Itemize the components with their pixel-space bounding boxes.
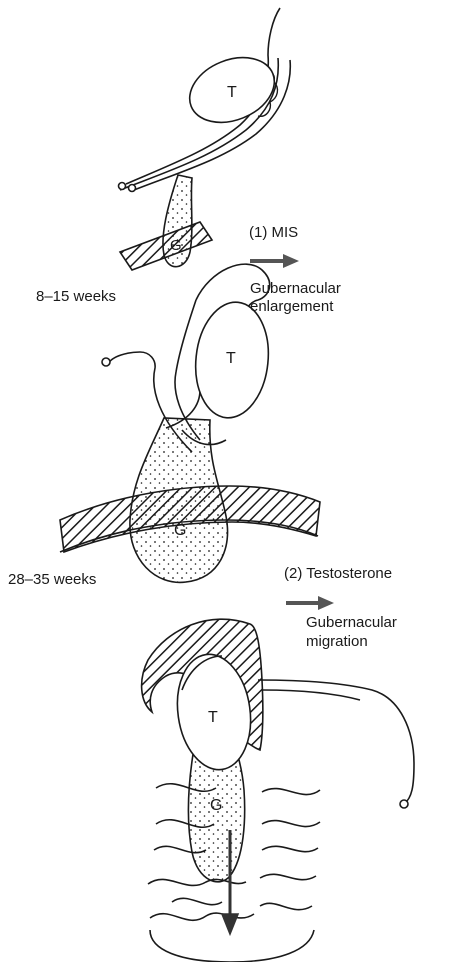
stage2-wave-5	[260, 874, 316, 879]
stage2-wave-9	[262, 821, 320, 827]
stage1-duct-end	[102, 358, 110, 366]
stage1-vas	[108, 352, 192, 452]
stage1-result-line2: enlargement	[250, 298, 333, 315]
stage1-testis-label: T	[226, 350, 236, 367]
stage2-result-line1: Gubernacular	[306, 614, 397, 631]
stage0-gubernaculum-label: G	[170, 237, 182, 254]
stage1-gubernaculum	[130, 418, 228, 582]
stage2-gubernaculum-label: G	[210, 797, 222, 814]
stage2-duct-end	[400, 800, 408, 808]
stage1-step-label: (1) MIS	[249, 224, 298, 241]
stage2-testis-label: T	[208, 709, 218, 726]
stage0-duct-end-a	[119, 183, 126, 190]
right-arrow-icon	[250, 254, 299, 268]
stage1-time-label: 8–15 weeks	[36, 288, 116, 305]
stage0-testis-label: T	[227, 84, 237, 101]
stage1-gubernaculum-label: G	[174, 522, 186, 539]
stage1-result-line1: Gubernacular	[250, 280, 341, 297]
stage2-time-label: 28–35 weeks	[8, 571, 96, 588]
stage2-scrotum	[150, 930, 314, 962]
stage2-cord	[258, 680, 414, 804]
stage2-wave-3	[260, 903, 312, 909]
right-arrow-icon	[286, 596, 334, 610]
stage0-duct-end-b	[129, 185, 136, 192]
stage2-wave-11	[262, 789, 320, 795]
stage2-step-label: (2) Testosterone	[284, 565, 392, 582]
stage2-result-line2: migration	[306, 633, 368, 650]
stage2-wave-7	[262, 846, 318, 851]
stage2-wave-2	[172, 898, 222, 904]
stage2-figure	[142, 619, 414, 962]
